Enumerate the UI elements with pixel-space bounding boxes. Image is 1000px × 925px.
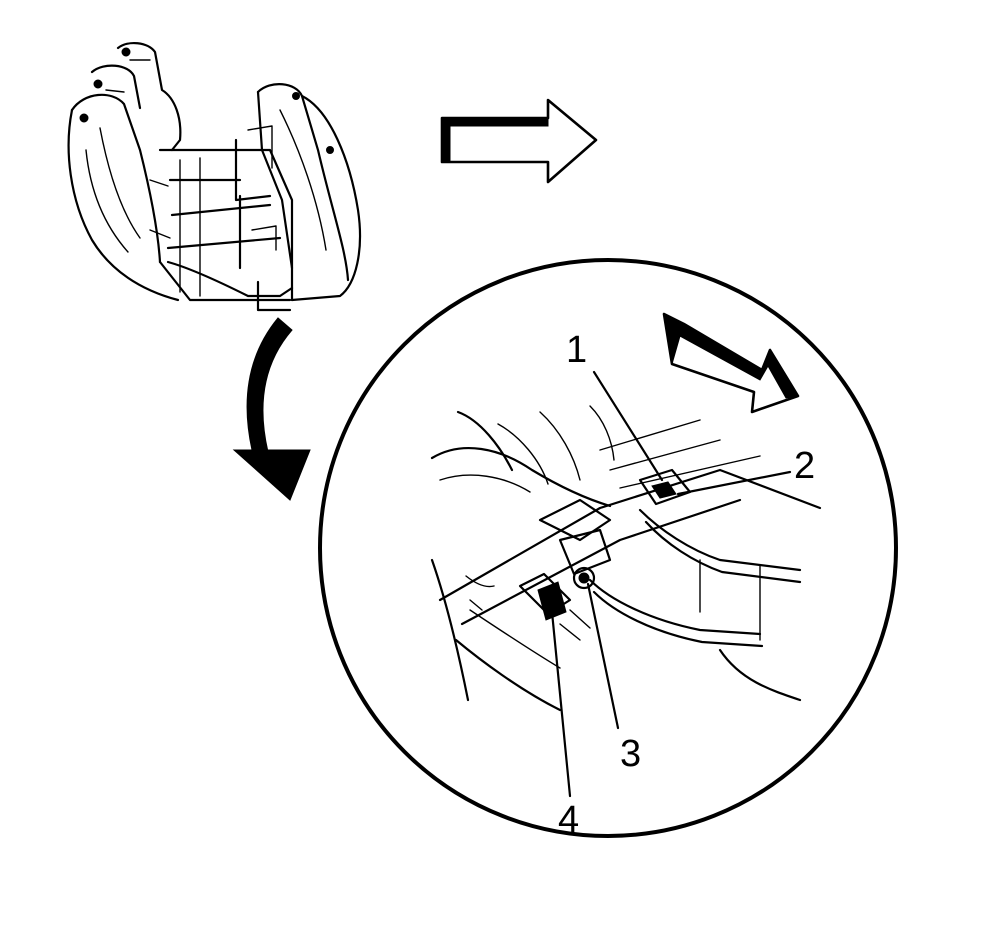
callout-4: 4 bbox=[558, 799, 579, 841]
callout-1: 1 bbox=[566, 329, 587, 371]
seat-overview-illustration bbox=[67, 42, 362, 312]
curved-pointer-arrow bbox=[232, 317, 311, 501]
direction-arrow-hollow bbox=[440, 98, 598, 184]
callout-3: 3 bbox=[620, 733, 641, 775]
callout-2: 2 bbox=[794, 445, 815, 487]
direction-arrow-shaded bbox=[662, 312, 800, 414]
seat-track-detail-illustration bbox=[430, 405, 822, 712]
leader-lines bbox=[550, 370, 792, 798]
detail-magnifier-circle bbox=[318, 258, 898, 838]
